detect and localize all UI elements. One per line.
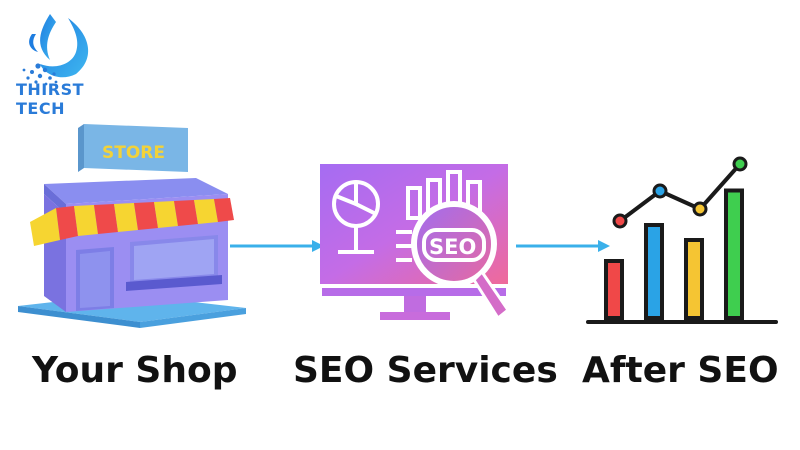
trend-point <box>612 213 628 229</box>
stage-seo-services: SEO <box>316 160 516 330</box>
caption-seo-services: SEO Services <box>293 350 558 391</box>
chart-bar <box>724 188 744 320</box>
stage-after-seo <box>584 138 780 334</box>
seo-badge-text: SEO <box>429 235 476 259</box>
arrow-right-icon <box>516 240 610 252</box>
trend-point <box>692 201 708 217</box>
arrow-right-icon <box>230 240 324 252</box>
arrow-right-1 <box>228 236 326 256</box>
growth-chart-icon <box>586 156 778 324</box>
caption-after-seo: After SEO <box>582 350 779 391</box>
thirst-tech-logo: THIRST TECH <box>10 8 120 118</box>
water-drop-icon <box>22 14 89 86</box>
arrow-right-2 <box>514 236 612 256</box>
chart-bar <box>604 259 624 320</box>
chart-bar <box>684 238 704 320</box>
logo-text: THIRST TECH <box>16 80 85 118</box>
store-icon: STORE <box>18 124 246 328</box>
caption-your-shop: Your Shop <box>32 350 238 391</box>
chart-bar <box>644 223 664 320</box>
seo-monitor-icon: SEO <box>320 164 511 321</box>
stage-your-shop: STORE <box>14 118 250 338</box>
trend-point <box>652 183 668 199</box>
trend-point <box>732 156 748 172</box>
store-sign-text: STORE <box>102 143 165 163</box>
